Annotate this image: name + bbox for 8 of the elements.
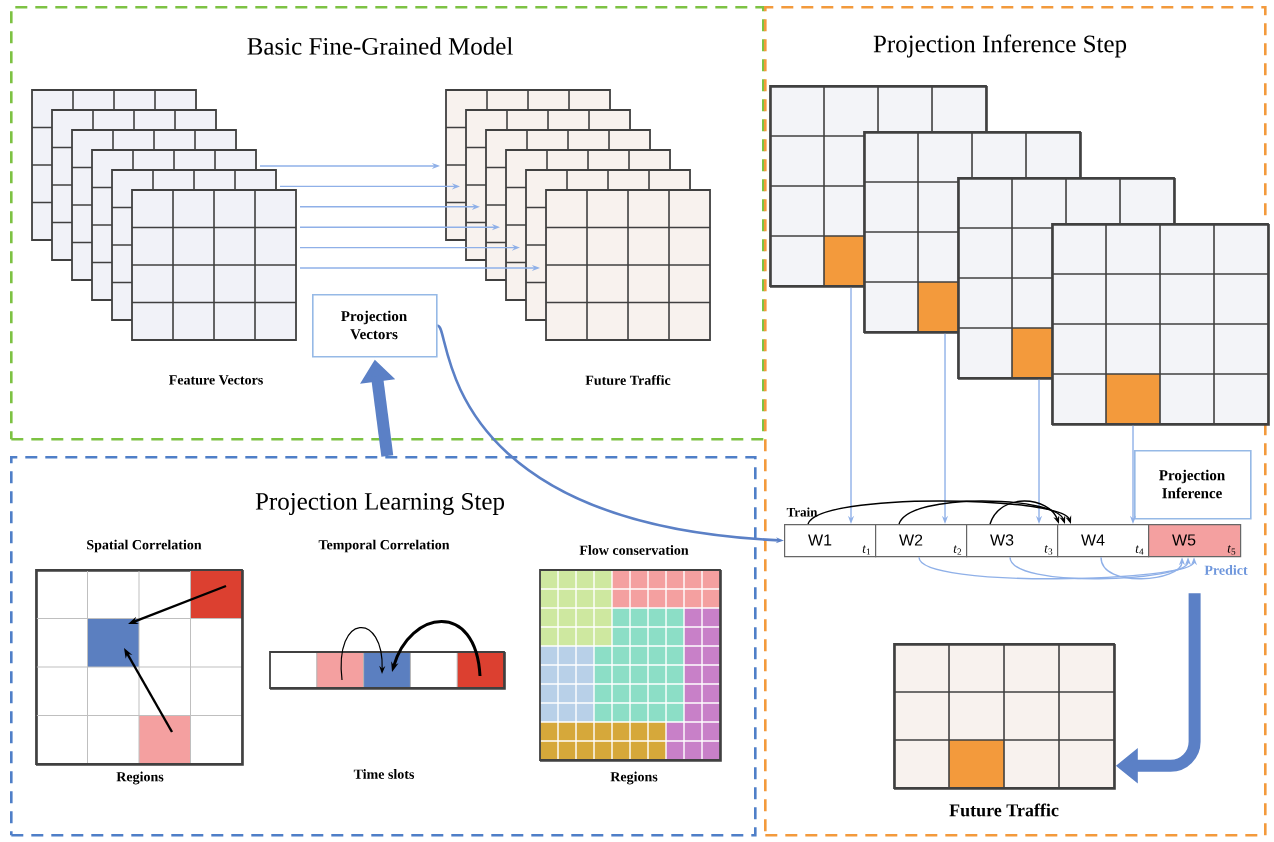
arrow xyxy=(807,500,1072,525)
grid-label: Future Traffic xyxy=(949,803,1059,817)
arrow xyxy=(898,500,1066,525)
panel-title: Projection Inference Step xyxy=(873,34,1127,58)
panel-title: Projection Learning Step xyxy=(255,493,504,515)
panel-title: Basic Fine-Grained Model xyxy=(247,37,513,55)
grid-map-drawing xyxy=(1051,223,1270,426)
arrow xyxy=(989,500,1060,525)
